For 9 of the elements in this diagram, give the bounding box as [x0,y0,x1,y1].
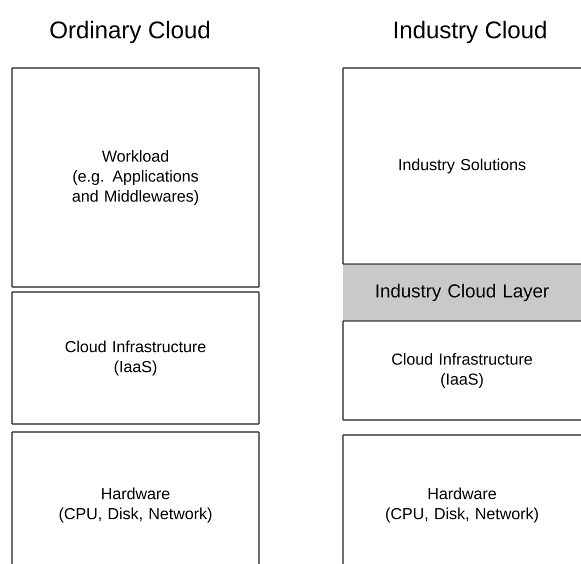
layer-box: Hardware (CPU, Disk, Network) [342,434,581,564]
layer-box: Cloud Infrastructure (IaaS) [11,291,260,425]
layer-box: Hardware (CPU, Disk, Network) [11,431,260,564]
layer-box: Industry Solutions [342,67,581,264]
column-heading: Ordinary Cloud [50,20,210,44]
column-heading: Industry Cloud [394,20,546,44]
layer-box: Industry Cloud Layer [342,264,581,322]
layer-box: Cloud Infrastructure (IaaS) [342,321,581,421]
layer-box: Workload (e.g. Applications and Middlewares) [11,67,260,288]
